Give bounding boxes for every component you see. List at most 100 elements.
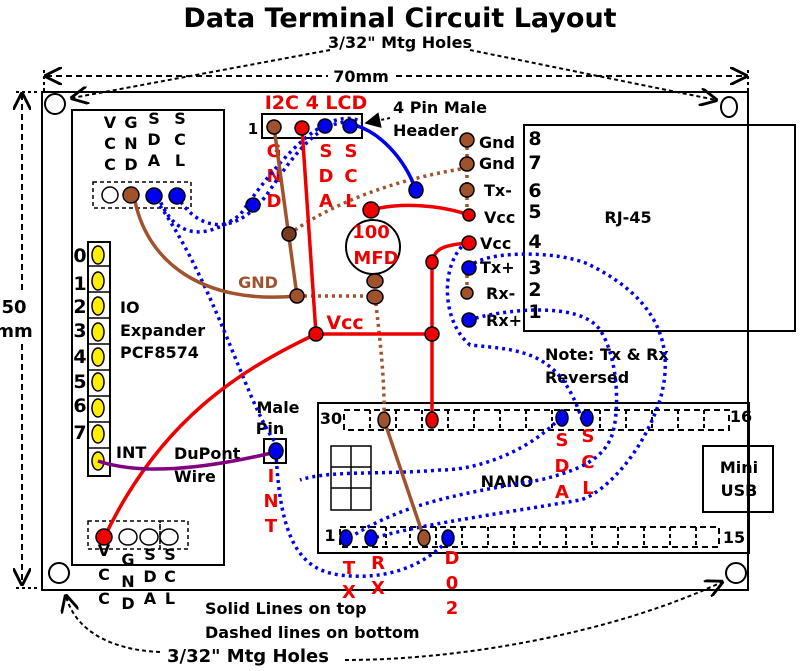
dupont-label-1: DuPont (174, 444, 241, 463)
svg-text:G: G (121, 550, 134, 569)
nano-pin-gnd-bottom (417, 529, 431, 547)
io-pin-yellow-set (91, 245, 105, 471)
svg-text:S: S (320, 141, 333, 162)
svg-text:L: L (175, 151, 185, 170)
nano-pin-scl (580, 409, 594, 427)
io-pin-strip (87, 241, 111, 477)
nano-pin30: 30 (320, 409, 342, 428)
svg-text:3: 3 (73, 320, 86, 342)
lcd-pin-sda (317, 118, 333, 134)
svg-text:A: A (144, 589, 157, 608)
tx-rx-note-1: Note: Tx & Rx (545, 345, 670, 364)
svg-text:1: 1 (528, 301, 541, 323)
nano-pin-sda (555, 409, 569, 427)
top-mounting-label: 3/32" Mtg Holes (328, 33, 472, 52)
mini-usb-label-1: Mini (720, 458, 758, 477)
vcc-label: Vcc (326, 312, 363, 334)
svg-text:D: D (319, 166, 334, 187)
via-brown-2 (289, 288, 305, 304)
lcd-pin1-label: 1 (248, 120, 258, 138)
rj45-pin-5 (462, 208, 476, 222)
svg-text:C: C (104, 155, 116, 174)
lcd-header-pointer (364, 112, 391, 128)
bottom-mounting-label: 3/32" Mtg Holes (167, 646, 329, 667)
cap-pin-bottom-1 (366, 273, 384, 289)
nano-sda-label: S D A (555, 430, 570, 503)
via-blue-2 (408, 181, 424, 199)
svg-text:C: C (174, 130, 186, 149)
svg-text:N: N (266, 166, 281, 187)
mounting-hole-bottom-right (725, 562, 747, 584)
svg-text:C: C (98, 589, 110, 608)
via-red-2 (424, 326, 440, 342)
svg-text:S: S (582, 426, 595, 447)
svg-text:D: D (143, 567, 156, 586)
gnd-label: GND (238, 273, 278, 292)
svg-text:N: N (263, 491, 278, 512)
cap-pin-bottom-2 (366, 289, 384, 305)
svg-text:S: S (144, 545, 156, 564)
svg-text:C: C (344, 166, 357, 187)
capacitor-unit: MFD (353, 248, 398, 269)
io-expander-board (71, 109, 225, 566)
svg-text:T: T (343, 558, 356, 579)
svg-text:6: 6 (73, 395, 86, 417)
svg-text:R: R (371, 553, 385, 574)
svg-text:A: A (319, 191, 333, 212)
dashed-brown-wires (287, 140, 469, 421)
svg-text:C: C (164, 567, 176, 586)
rj45-pin-2 (460, 286, 474, 300)
io-top-pin-sda (145, 187, 163, 205)
nano-pin-vcc-top (425, 411, 439, 429)
io-top-header (92, 181, 192, 209)
svg-text:I: I (268, 466, 275, 487)
svg-text:8: 8 (528, 128, 541, 150)
capacitor-value: 100 (352, 222, 390, 243)
svg-text:A: A (148, 151, 161, 170)
nano-pin1: 1 (324, 526, 335, 545)
svg-text:L: L (582, 478, 593, 499)
diagram-title: Data Terminal Circuit Layout (183, 3, 616, 34)
rj45-pin-7 (459, 156, 475, 172)
io-expander-name-2: Expander (120, 321, 205, 340)
mini-usb-connector (702, 445, 774, 513)
nano-pin-tx (339, 529, 353, 547)
svg-text:C: C (98, 565, 110, 584)
svg-text:S: S (174, 109, 186, 128)
svg-text:Gnd: Gnd (479, 154, 515, 173)
mini-usb-label-2: USB (721, 481, 758, 500)
male-pin-label-1: Male (256, 398, 299, 417)
via-red-1 (308, 326, 324, 342)
svg-text:D: D (445, 548, 460, 569)
svg-text:0: 0 (446, 573, 459, 594)
svg-text:Rx-: Rx- (486, 284, 515, 303)
svg-text:2: 2 (446, 598, 459, 619)
svg-text:D: D (147, 130, 160, 149)
svg-text:3: 3 (528, 257, 541, 279)
via-blue-1 (245, 197, 261, 213)
lcd-title: I2C 4 LCD (265, 92, 368, 114)
io-pin-dividers (88, 265, 110, 449)
tx-rx-note-2: Reversed (545, 368, 629, 387)
svg-text:D: D (267, 191, 282, 212)
svg-text:A: A (555, 482, 569, 503)
io-pin-1 (91, 271, 105, 291)
nano-pin-rx (364, 529, 378, 547)
nano-top-header (343, 409, 730, 431)
svg-text:V: V (104, 113, 117, 132)
mounting-hole-top-right (720, 96, 738, 118)
io-pin-2 (91, 296, 105, 316)
nano-bottom-header (339, 526, 720, 548)
nano-pin16: 16 (730, 407, 752, 426)
svg-text:4: 4 (73, 346, 86, 368)
rj45-name: RJ-45 (604, 208, 651, 227)
io-header-col-sda: S D A (147, 109, 160, 170)
svg-text:5: 5 (73, 371, 86, 393)
svg-text:7: 7 (73, 422, 86, 444)
via-red-3 (425, 254, 439, 270)
svg-text:S: S (556, 430, 569, 451)
svg-text:C: C (104, 134, 116, 153)
io-top-pin-gnd (122, 186, 140, 204)
dashed-lines-note: Dashed lines on bottom (205, 623, 420, 642)
